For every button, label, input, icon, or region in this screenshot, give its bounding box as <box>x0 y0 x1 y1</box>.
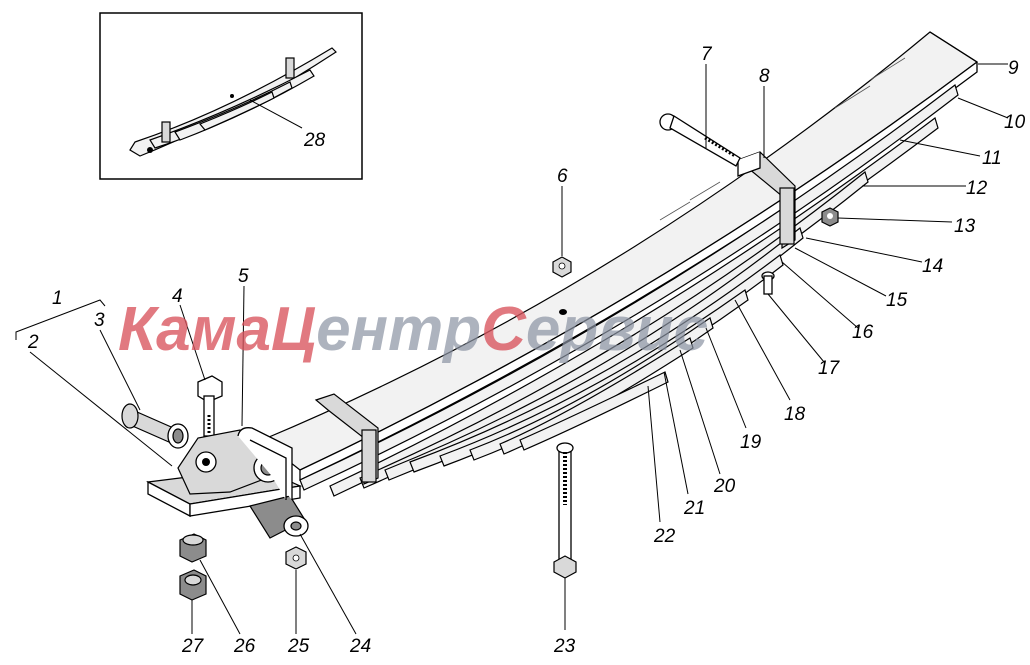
bolt-4 <box>197 375 223 437</box>
washer-24 <box>283 515 309 537</box>
callout-18: 18 <box>784 404 806 425</box>
callout-7: 7 <box>701 44 713 65</box>
front-spring-clamp <box>314 393 379 485</box>
callout-14: 14 <box>922 256 943 277</box>
leader-lines <box>15 63 1009 635</box>
callout-13: 13 <box>954 216 976 237</box>
callout-9: 9 <box>1008 58 1019 79</box>
callout-8: 8 <box>759 66 770 87</box>
callout-19: 19 <box>740 432 762 453</box>
callout-20: 20 <box>713 476 736 497</box>
callout-6: 6 <box>557 166 568 187</box>
watermark-grey-1: ентр <box>316 295 481 364</box>
inset-spring-assembly <box>129 47 337 157</box>
u-bolt-5 <box>237 427 293 500</box>
clamp-bolt-upper <box>659 113 741 167</box>
callout-4: 4 <box>172 286 183 307</box>
callout-17: 17 <box>818 358 841 379</box>
callout-26: 26 <box>233 636 256 657</box>
nut-26 <box>179 533 207 563</box>
callout-10: 10 <box>1004 112 1026 133</box>
callout-5: 5 <box>238 266 249 287</box>
watermark: КамаЦентрСервис <box>118 295 708 364</box>
nut-6 <box>552 256 572 278</box>
callout-28: 28 <box>303 130 326 151</box>
rear-spring-clamp <box>736 151 796 250</box>
clamp-bolt-long <box>553 442 577 579</box>
callout-12: 12 <box>966 178 988 199</box>
callout-2: 2 <box>27 332 39 353</box>
callout-3: 3 <box>94 310 105 331</box>
bushing <box>121 403 189 449</box>
leaf-spring-pack <box>260 31 979 497</box>
watermark-grey-2: ервис <box>526 295 708 364</box>
nut-25 <box>285 546 307 570</box>
leaf-10 <box>519 371 669 451</box>
watermark-red-1: Кама <box>118 295 271 364</box>
watermark-red-2: Ц <box>271 295 316 364</box>
callout-23: 23 <box>553 636 576 657</box>
callout-1: 1 <box>52 288 63 309</box>
inset-panel: 28 <box>99 12 363 180</box>
callout-22: 22 <box>653 526 676 547</box>
callout-15: 15 <box>886 290 908 311</box>
callout-27: 27 <box>181 636 205 657</box>
callout-11: 11 <box>982 148 1002 169</box>
nut-13 <box>821 207 839 227</box>
callout-25: 25 <box>287 636 310 657</box>
callout-16: 16 <box>852 322 874 343</box>
nut-27 <box>179 569 207 601</box>
callout-21: 21 <box>683 498 705 519</box>
bolt-17 <box>761 271 775 295</box>
callout-labels: 1 2 3 4 5 6 7 8 9 10 11 12 13 14 15 16 1… <box>27 44 1026 657</box>
front-bracket <box>146 429 306 539</box>
watermark-red-3: С <box>481 295 527 364</box>
callout-24: 24 <box>349 636 371 657</box>
